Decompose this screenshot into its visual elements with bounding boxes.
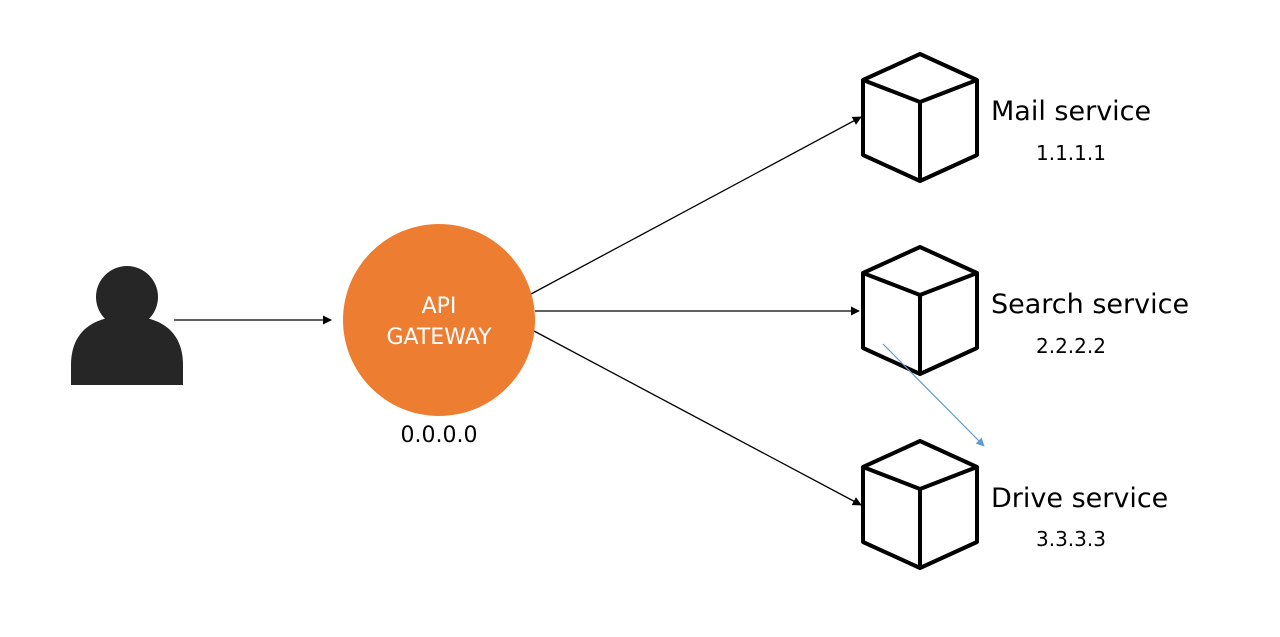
search-service-cube-icon xyxy=(861,245,979,376)
gateway-to-drive-arrow xyxy=(533,330,862,506)
drive-service-address: 3.3.3.3 xyxy=(1036,527,1106,551)
user-icon xyxy=(71,266,183,385)
mail-service-cube-icon xyxy=(861,52,979,183)
api-gateway-node: API GATEWAY xyxy=(343,224,535,416)
mail-service-address: 1.1.1.1 xyxy=(1036,141,1106,165)
mail-service-name: Mail service xyxy=(991,96,1151,127)
user-icon-body xyxy=(71,316,183,385)
api-gateway-label-line1: API xyxy=(422,294,457,319)
drive-service-cube-icon xyxy=(861,439,979,570)
gateway-to-mail-arrow xyxy=(530,116,862,295)
search-service-address: 2.2.2.2 xyxy=(1036,334,1106,358)
search-to-drive-arrow xyxy=(882,343,985,447)
api-gateway-label-line2: GATEWAY xyxy=(386,325,492,350)
user-icon-head xyxy=(96,266,158,328)
search-service-name: Search service xyxy=(991,289,1189,320)
api-gateway-address: 0.0.0.0 xyxy=(401,423,478,448)
api-gateway-circle xyxy=(343,224,535,416)
drive-service-name: Drive service xyxy=(991,483,1168,514)
